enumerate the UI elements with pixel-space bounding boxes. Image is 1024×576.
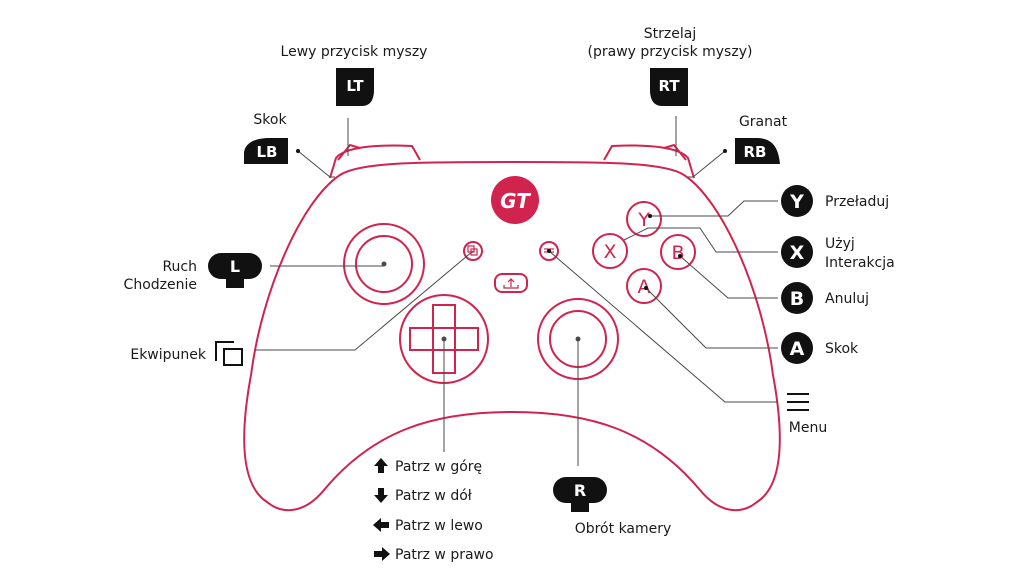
left-stick-label-line1: Ruch bbox=[162, 259, 197, 275]
face-button-a[interactable]: A bbox=[626, 268, 662, 304]
brand-logo: GT bbox=[491, 176, 539, 224]
right-stick-badge: R bbox=[553, 477, 607, 512]
rb-badge-text: RB bbox=[744, 143, 767, 161]
x-badge-text: X bbox=[790, 242, 805, 264]
view-button[interactable] bbox=[463, 241, 483, 261]
a-badge: A bbox=[781, 332, 813, 364]
left-stick-badge-text: L bbox=[230, 257, 240, 276]
dpad-down-label: Patrz w dół bbox=[395, 488, 472, 504]
lb-badge: LB bbox=[244, 138, 288, 164]
x-label-line1: Użyj bbox=[825, 236, 855, 252]
lt-label: Lewy przycisk myszy bbox=[281, 44, 428, 60]
controller-body bbox=[243, 143, 781, 512]
menu-label: Menu bbox=[789, 420, 827, 436]
b-badge-text: B bbox=[790, 288, 804, 310]
x-badge: X bbox=[781, 236, 813, 268]
x-label-line2: Interakcja bbox=[825, 255, 895, 271]
view-windows-icon bbox=[215, 341, 243, 366]
leader-lines bbox=[255, 116, 778, 466]
right-stick-badge-text: R bbox=[574, 481, 586, 500]
rt-label-line1: Strzelaj bbox=[644, 26, 696, 42]
face-button-x[interactable]: X bbox=[592, 233, 628, 269]
arrow-right-icon bbox=[374, 547, 390, 561]
left-stick-label-line2: Chodzenie bbox=[124, 277, 197, 293]
rt-badge-text: RT bbox=[658, 77, 680, 95]
face-button-b-letter: B bbox=[671, 242, 684, 264]
left-stick-badge: L bbox=[208, 253, 262, 288]
arrow-down-icon bbox=[374, 488, 388, 503]
arrow-left-icon bbox=[373, 518, 389, 532]
rt-badge: RT bbox=[650, 68, 688, 106]
rb-label: Granat bbox=[739, 114, 788, 130]
y-badge: Y bbox=[781, 185, 813, 217]
right-stick-label: Obrót kamery bbox=[575, 521, 672, 537]
dpad-up-label: Patrz w górę bbox=[395, 459, 482, 475]
face-button-y[interactable]: Y bbox=[626, 201, 662, 237]
a-label: Skok bbox=[825, 341, 859, 357]
b-label: Anuluj bbox=[825, 291, 869, 307]
a-badge-text: A bbox=[790, 338, 805, 360]
y-badge-text: Y bbox=[789, 191, 804, 213]
lt-badge: LT bbox=[336, 68, 374, 106]
dpad-left-label: Patrz w lewo bbox=[395, 518, 483, 534]
face-button-a-letter: A bbox=[638, 276, 651, 298]
brand-logo-text: GT bbox=[500, 189, 531, 213]
y-label: Przeładuj bbox=[825, 194, 889, 210]
right-bumper-outline bbox=[603, 144, 695, 179]
share-button[interactable] bbox=[494, 273, 528, 293]
right-trigger-outline bbox=[663, 143, 687, 161]
face-button-b[interactable]: B bbox=[660, 234, 696, 270]
left-stick[interactable] bbox=[343, 223, 425, 305]
view-label: Ekwipunek bbox=[130, 347, 207, 363]
b-badge: B bbox=[781, 282, 813, 314]
dpad-right-label: Patrz w prawo bbox=[395, 547, 494, 563]
face-button-x-letter: X bbox=[603, 241, 616, 263]
left-bumper-outline bbox=[329, 144, 421, 179]
lb-badge-text: LB bbox=[257, 143, 278, 161]
lb-label: Skok bbox=[253, 112, 287, 128]
rt-label-line2: (prawy przycisk myszy) bbox=[588, 44, 753, 60]
face-button-y-letter: Y bbox=[637, 209, 650, 231]
rb-badge: RB bbox=[735, 138, 780, 164]
left-trigger-outline bbox=[337, 143, 361, 161]
arrow-up-icon bbox=[374, 458, 388, 473]
lt-badge-text: LT bbox=[346, 77, 364, 95]
hamburger-menu-icon bbox=[787, 393, 809, 411]
